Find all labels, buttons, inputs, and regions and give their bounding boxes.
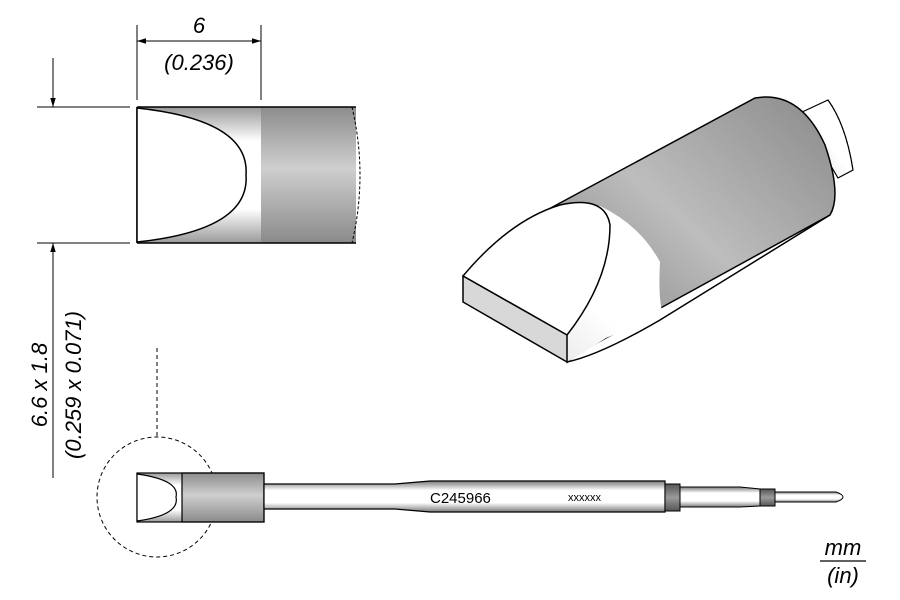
height-dimension: 6.6 x 1.8 (0.259 x 0.071) [27,58,130,478]
units-in-label: (in) [827,563,859,588]
units-mm-label: mm [825,535,862,560]
tip-mm-label: 6.6 x 1.8 [27,342,52,427]
isometric-view [461,96,854,364]
side-view: C245966 xxxxxx [96,348,844,558]
marking-placeholder-label: xxxxxx [568,492,602,504]
width-in-label: (0.236) [164,50,234,75]
tip-in-label: (0.259 x 0.071) [61,311,86,459]
width-mm-label: 6 [193,13,206,38]
tip-detail-view [136,106,361,244]
part-number-label: C245966 [430,490,491,507]
units-legend: mm (in) [820,535,866,588]
width-dimension: 6 (0.236) [136,13,262,100]
